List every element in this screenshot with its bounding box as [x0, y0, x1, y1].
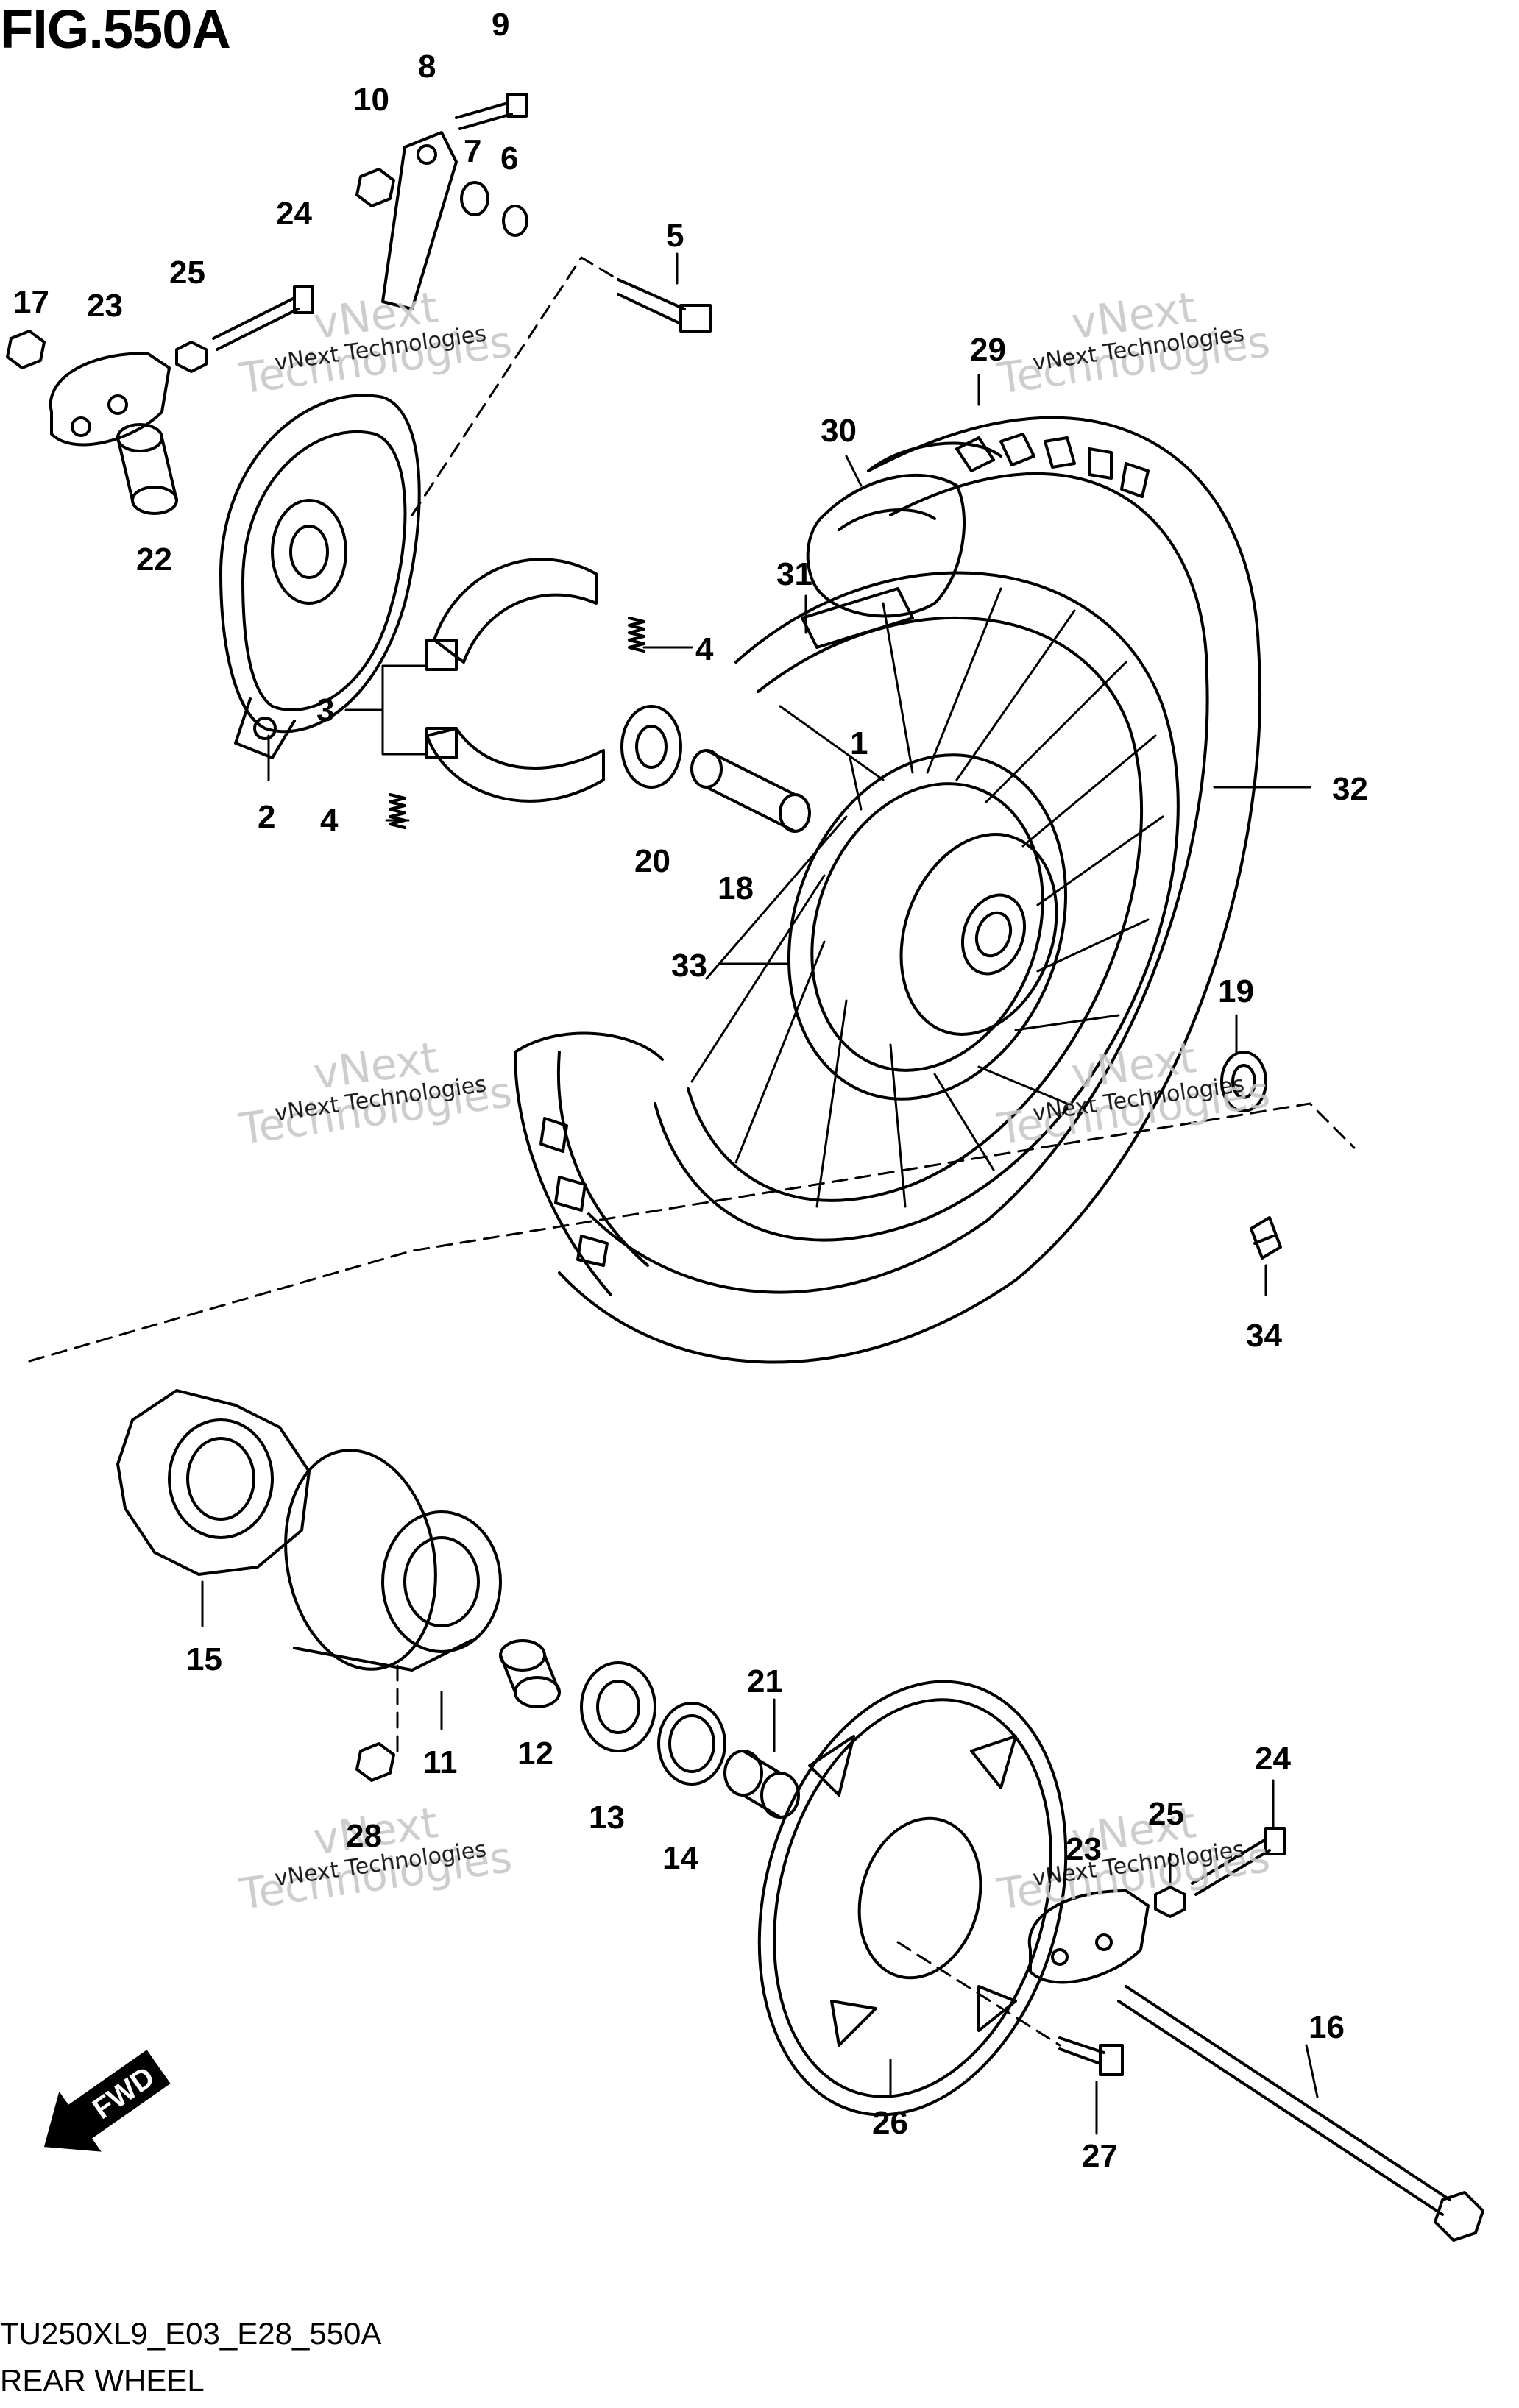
- callout-1: 1: [850, 725, 868, 761]
- brake-cam-shaft: [617, 278, 712, 333]
- callout-27: 27: [1082, 2138, 1118, 2174]
- nut-28: [355, 1742, 395, 1782]
- bearing-13: [580, 1661, 656, 1752]
- callout-14: 14: [662, 1840, 698, 1876]
- hub: [787, 753, 1068, 1101]
- collar: [499, 1639, 561, 1708]
- rear-axle: [1117, 1985, 1484, 2242]
- callout-25-right: 25: [1148, 1796, 1184, 1832]
- callout-24-right: 24: [1255, 1741, 1291, 1777]
- brake-shoes: [425, 558, 605, 803]
- callout-4-bottom: 4: [320, 803, 339, 839]
- callout-9: 9: [492, 7, 509, 43]
- rear-sprocket: [757, 1680, 1068, 2117]
- callout-8: 8: [418, 49, 436, 85]
- chain-adjuster-right: [1027, 1889, 1150, 1984]
- callout-30: 30: [821, 413, 857, 449]
- nut-17: [6, 330, 46, 369]
- bolt-24-left: [212, 285, 314, 351]
- brake-panel: [219, 394, 421, 759]
- callout-10: 10: [353, 82, 389, 118]
- callout-19: 19: [1218, 973, 1254, 1009]
- callout-26: 26: [872, 2105, 908, 2141]
- callout-18: 18: [718, 870, 754, 906]
- forward-arrow-icon: FWD: [43, 2050, 171, 2152]
- chain-adjuster-left: [49, 352, 171, 447]
- nut-10: [355, 168, 395, 207]
- bolt-27: [1058, 2036, 1124, 2076]
- spacer-22: [116, 423, 178, 515]
- callout-16: 16: [1309, 2009, 1345, 2045]
- callout-17: 17: [13, 284, 49, 320]
- spacer-21: [723, 1750, 800, 1819]
- callout-6: 6: [500, 141, 518, 177]
- rim-band: [801, 587, 914, 649]
- callout-20: 20: [634, 843, 670, 879]
- callout-3: 3: [316, 692, 334, 728]
- callout-23-right: 23: [1066, 1831, 1102, 1867]
- callout-21: 21: [747, 1663, 783, 1700]
- spacer-18: [690, 749, 811, 833]
- bolt-9: [455, 93, 528, 130]
- sprocket-drum: [284, 1449, 502, 1672]
- figure-title: FIG.550A: [0, 0, 231, 60]
- callout-28: 28: [346, 1818, 382, 1854]
- callout-25-left: 25: [169, 255, 205, 291]
- bearing-20: [620, 705, 682, 789]
- callout-34: 34: [1246, 1318, 1282, 1354]
- callout-23-left: 23: [87, 288, 123, 324]
- tire: [514, 416, 1262, 1364]
- callout-15: 15: [186, 1641, 222, 1677]
- valve-cap: [1250, 1216, 1282, 1260]
- nut-25-left: [175, 341, 208, 373]
- callout-13: 13: [589, 1800, 625, 1836]
- diagram-code: TU250XL9_E03_E28_550A: [0, 2316, 382, 2351]
- callout-12: 12: [517, 1736, 553, 1772]
- bolt-24-right: [1191, 1827, 1286, 1896]
- callout-29: 29: [970, 332, 1006, 368]
- callout-32: 32: [1332, 771, 1368, 807]
- callout-11: 11: [423, 1744, 458, 1780]
- spokes: [690, 587, 1164, 1208]
- washer-7: [460, 181, 489, 216]
- bearing-19: [1220, 1051, 1267, 1112]
- oil-seal: [657, 1702, 726, 1786]
- callout-33: 33: [671, 948, 707, 984]
- tube: [806, 473, 966, 618]
- callout-7: 7: [464, 133, 481, 169]
- spring-bottom: [389, 793, 406, 829]
- callout-4-top: 4: [695, 631, 714, 667]
- washer-6: [502, 205, 528, 237]
- callout-5: 5: [666, 218, 684, 254]
- callout-22: 22: [136, 541, 172, 578]
- spring-top: [628, 617, 645, 653]
- part-callouts: 1 2 3 4 4 5 6 7 8 9 10 11 12 13 14 15 16…: [13, 7, 1368, 2174]
- callout-24-left: 24: [276, 196, 312, 232]
- cam-lever: [381, 131, 458, 310]
- callout-31: 31: [776, 556, 812, 592]
- damper: [116, 1389, 311, 1576]
- diagram-subtitle: REAR WHEEL: [0, 2363, 205, 2398]
- rim: [654, 571, 1180, 1242]
- leader-lines: [201, 252, 1319, 2135]
- alignment-lines: [28, 256, 1356, 2047]
- callout-2: 2: [258, 799, 275, 835]
